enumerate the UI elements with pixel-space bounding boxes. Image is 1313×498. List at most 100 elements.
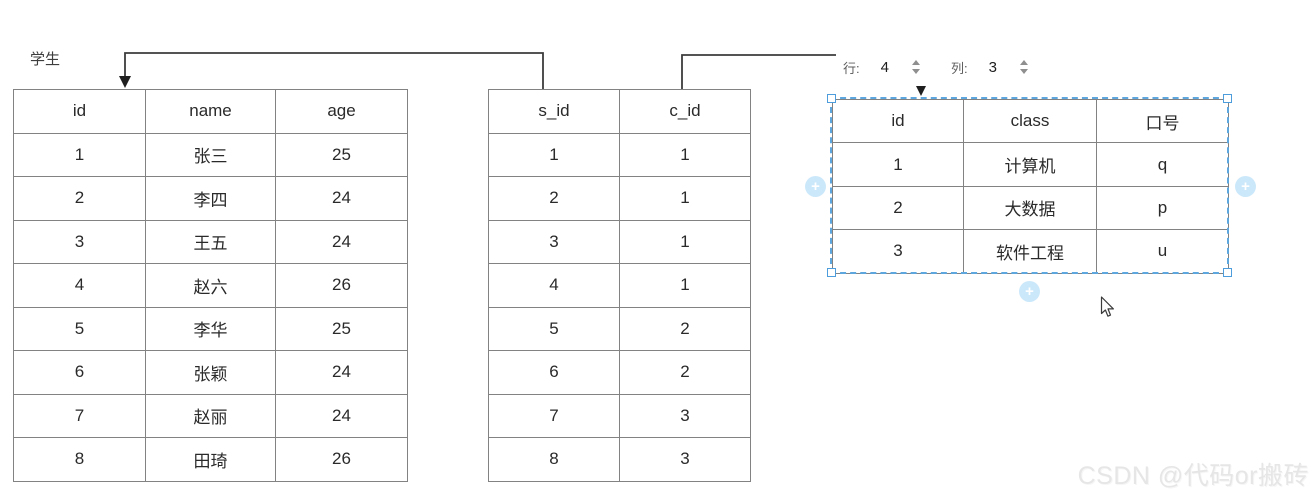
table-cell[interactable]: 2	[488, 176, 620, 221]
watermark: CSDN @代码or搬砖	[1077, 462, 1309, 490]
resize-handle-top-right[interactable]	[1223, 94, 1232, 103]
table-cell[interactable]: 26	[275, 437, 408, 482]
stepper-down-icon[interactable]	[911, 69, 920, 74]
add-column-right-button[interactable]: +	[1235, 176, 1256, 197]
stepper-up-icon[interactable]	[911, 60, 920, 65]
table-cell[interactable]: 3	[832, 229, 964, 274]
table-cell[interactable]: 李华	[145, 306, 276, 351]
table-cell[interactable]: 7	[13, 393, 146, 438]
table-cell[interactable]: 5	[13, 306, 146, 351]
table-cell[interactable]: 2	[13, 176, 146, 221]
column-header-cell[interactable]: age	[275, 89, 408, 134]
table-cell[interactable]: 3	[13, 219, 146, 264]
plus-icon: +	[1241, 178, 1250, 195]
plus-icon: +	[811, 178, 820, 195]
column-header-cell[interactable]: id	[832, 98, 964, 144]
table-cell[interactable]: 1	[488, 132, 620, 177]
table-cell[interactable]: 软件工程	[963, 229, 1097, 274]
add-row-bottom-button[interactable]: +	[1019, 281, 1040, 302]
table-cell[interactable]: 8	[13, 437, 146, 482]
table-cell[interactable]: 6	[488, 350, 620, 395]
table-cell[interactable]: 24	[275, 350, 408, 395]
table-cell[interactable]: 1	[832, 142, 964, 187]
table-cell[interactable]: 7	[488, 393, 620, 438]
table-cell[interactable]: 4	[488, 263, 620, 308]
table-cell[interactable]: 24	[275, 393, 408, 438]
resize-handle-bottom-right[interactable]	[1223, 268, 1232, 277]
resize-handle-bottom-left[interactable]	[827, 268, 836, 277]
table-cell[interactable]: 26	[275, 263, 408, 308]
column-header-cell[interactable]: class	[963, 98, 1097, 144]
table-cell[interactable]: 24	[275, 176, 408, 221]
table-cell[interactable]: 3	[619, 437, 751, 482]
table-cell[interactable]: 田琦	[145, 437, 276, 482]
table-cell[interactable]: 25	[275, 306, 408, 351]
table-cell[interactable]: 1	[13, 132, 146, 177]
table-cell[interactable]: 王五	[145, 219, 276, 264]
table-cell[interactable]: 6	[13, 350, 146, 395]
table-cell[interactable]: 1	[619, 176, 751, 221]
rows-stepper[interactable]	[911, 60, 920, 74]
table-cell[interactable]: 张颖	[145, 350, 276, 395]
column-header-cell[interactable]: s_id	[488, 89, 620, 134]
table-cell[interactable]: 大数据	[963, 185, 1097, 231]
cols-value[interactable]: 3	[988, 58, 997, 76]
add-column-left-button[interactable]: +	[805, 176, 826, 197]
table-size-panel: 行: 4 列: 3	[836, 48, 1041, 86]
connector-score-to-students	[124, 52, 544, 89]
table-cell[interactable]: 4	[13, 263, 146, 308]
cols-stepper[interactable]	[1019, 60, 1028, 74]
table-cell[interactable]: 李四	[145, 176, 276, 221]
table-cell[interactable]: 1	[619, 263, 751, 308]
arrowhead-classes-id-icon	[915, 84, 927, 96]
stepper-up-icon[interactable]	[1019, 60, 1028, 65]
table-cell[interactable]: 2	[619, 306, 751, 351]
stepper-down-icon[interactable]	[1019, 69, 1028, 74]
students-table-label[interactable]: 学生	[30, 51, 61, 68]
table-cell[interactable]: 1	[619, 132, 751, 177]
table-cell[interactable]: u	[1096, 229, 1229, 274]
resize-handle-top-left[interactable]	[827, 94, 836, 103]
table-cell[interactable]: 24	[275, 219, 408, 264]
table-cell[interactable]: 3	[488, 219, 620, 264]
table-cell[interactable]: 2	[832, 185, 964, 231]
table-cell[interactable]: q	[1096, 142, 1229, 187]
column-header-cell[interactable]: c_id	[619, 89, 751, 134]
table-cell[interactable]: 5	[488, 306, 620, 351]
table-cell[interactable]: 2	[619, 350, 751, 395]
arrowhead-students-id-icon	[119, 76, 131, 88]
rows-value[interactable]: 4	[880, 58, 889, 76]
table-cell[interactable]: 计算机	[963, 142, 1097, 187]
table-cell[interactable]: 8	[488, 437, 620, 482]
table-cell[interactable]: 张三	[145, 132, 276, 177]
column-header-cell[interactable]: name	[145, 89, 276, 134]
table-cell[interactable]: 25	[275, 132, 408, 177]
column-header-cell[interactable]: 口号	[1096, 98, 1229, 144]
table-cell[interactable]: p	[1096, 185, 1229, 231]
table-cell[interactable]: 1	[619, 219, 751, 264]
table-cell[interactable]: 赵六	[145, 263, 276, 308]
table-cell[interactable]: 3	[619, 393, 751, 438]
column-header-cell[interactable]: id	[13, 89, 146, 134]
table-cell[interactable]: 赵丽	[145, 393, 276, 438]
